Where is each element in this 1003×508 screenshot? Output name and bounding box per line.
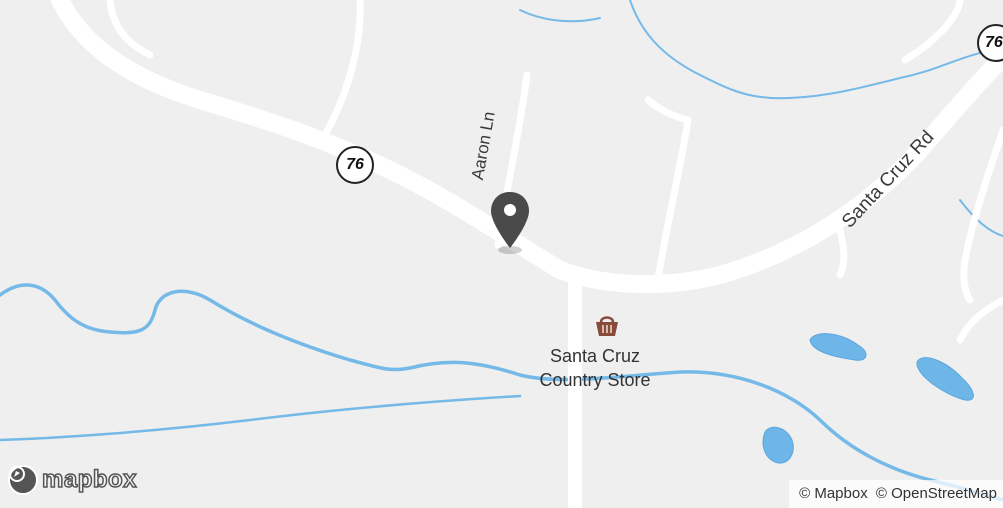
location-marker[interactable] [488, 190, 532, 256]
minor-road-2 [321, 0, 364, 139]
minor-road-3 [644, 96, 692, 282]
route-76-shield: 76 [336, 146, 374, 184]
poi-label[interactable]: Santa Cruz Country Store [520, 344, 670, 392]
pond-2 [916, 357, 974, 401]
mapbox-logo-text: mapbox [41, 465, 138, 494]
attribution-osm-link[interactable]: © OpenStreetMap [875, 485, 997, 502]
stream-top-left [519, 9, 601, 23]
pond-3 [762, 426, 794, 464]
stream-lower [0, 394, 522, 442]
poi-label-line1: Santa Cruz [549, 346, 641, 366]
pond-1 [809, 333, 867, 361]
mapbox-logo[interactable]: mapbox [8, 465, 137, 495]
poi-label-line2: Country Store [539, 370, 651, 390]
attribution-bar: © Mapbox © OpenStreetMap [789, 480, 1003, 508]
minor-road-1 [106, 0, 154, 59]
minor-road-5 [836, 226, 848, 279]
route-76-shield-partial: 76 [977, 24, 1003, 62]
poi-store[interactable] [593, 312, 621, 338]
mapbox-logo-icon [8, 465, 38, 495]
map-pin-icon [491, 192, 529, 254]
shopping-basket-icon [596, 316, 618, 336]
stream-right [959, 199, 1003, 237]
stream-top [629, 0, 1003, 100]
minor-road-6 [960, 126, 1003, 304]
route-76-road [51, 0, 1003, 294]
attribution-mapbox-link[interactable]: © Mapbox [799, 485, 868, 502]
minor-road-4 [901, 0, 964, 64]
minor-road-7 [956, 296, 1003, 344]
stream-main [0, 283, 1003, 502]
